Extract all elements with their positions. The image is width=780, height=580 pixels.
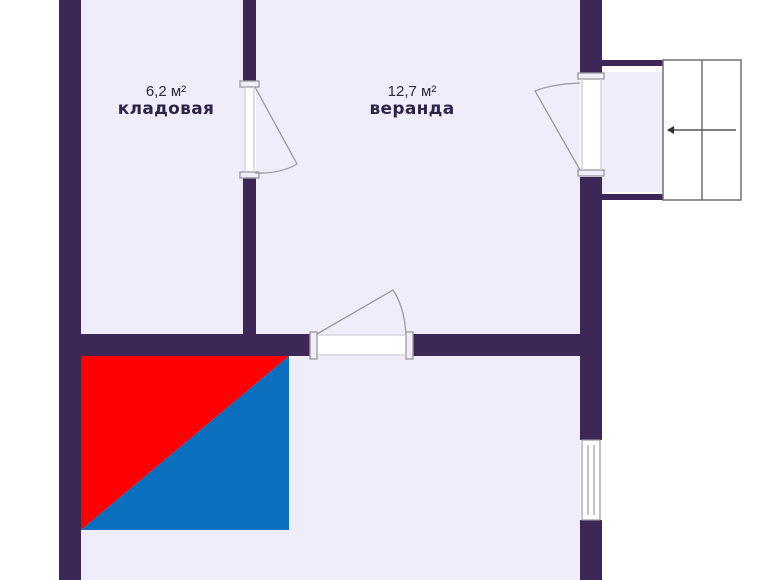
room-label-veranda: 12,7 м² веранда <box>342 83 482 119</box>
wall-storage-divider-bottom <box>243 177 256 337</box>
wall-horizontal-left <box>59 334 315 356</box>
brand-logo <box>81 356 289 530</box>
room-name-storage: кладовая <box>117 99 215 119</box>
room-area-veranda: 12,7 м² <box>387 83 437 100</box>
wall-storage-divider-top <box>243 0 256 82</box>
floor-porch <box>602 72 664 192</box>
porch-wall-bottom <box>600 194 664 200</box>
stairs <box>662 59 742 201</box>
door-storage <box>239 80 298 179</box>
door-exterior <box>534 72 605 177</box>
window-right <box>581 439 601 521</box>
room-name-veranda: веранда <box>369 99 455 119</box>
door-bottom-room <box>309 289 414 360</box>
porch-wall-top <box>600 60 664 66</box>
room-area-storage: 6,2 м² <box>145 83 187 100</box>
wall-right-mid <box>580 177 602 440</box>
room-label-storage: 6,2 м² кладовая <box>96 83 236 119</box>
walls <box>59 0 664 580</box>
wall-right-bottom <box>580 520 602 580</box>
wall-left <box>59 0 81 580</box>
floor-veranda <box>256 0 580 334</box>
wall-horizontal-right <box>407 334 602 356</box>
floor-storage <box>80 0 244 334</box>
wall-right-top <box>580 0 602 78</box>
